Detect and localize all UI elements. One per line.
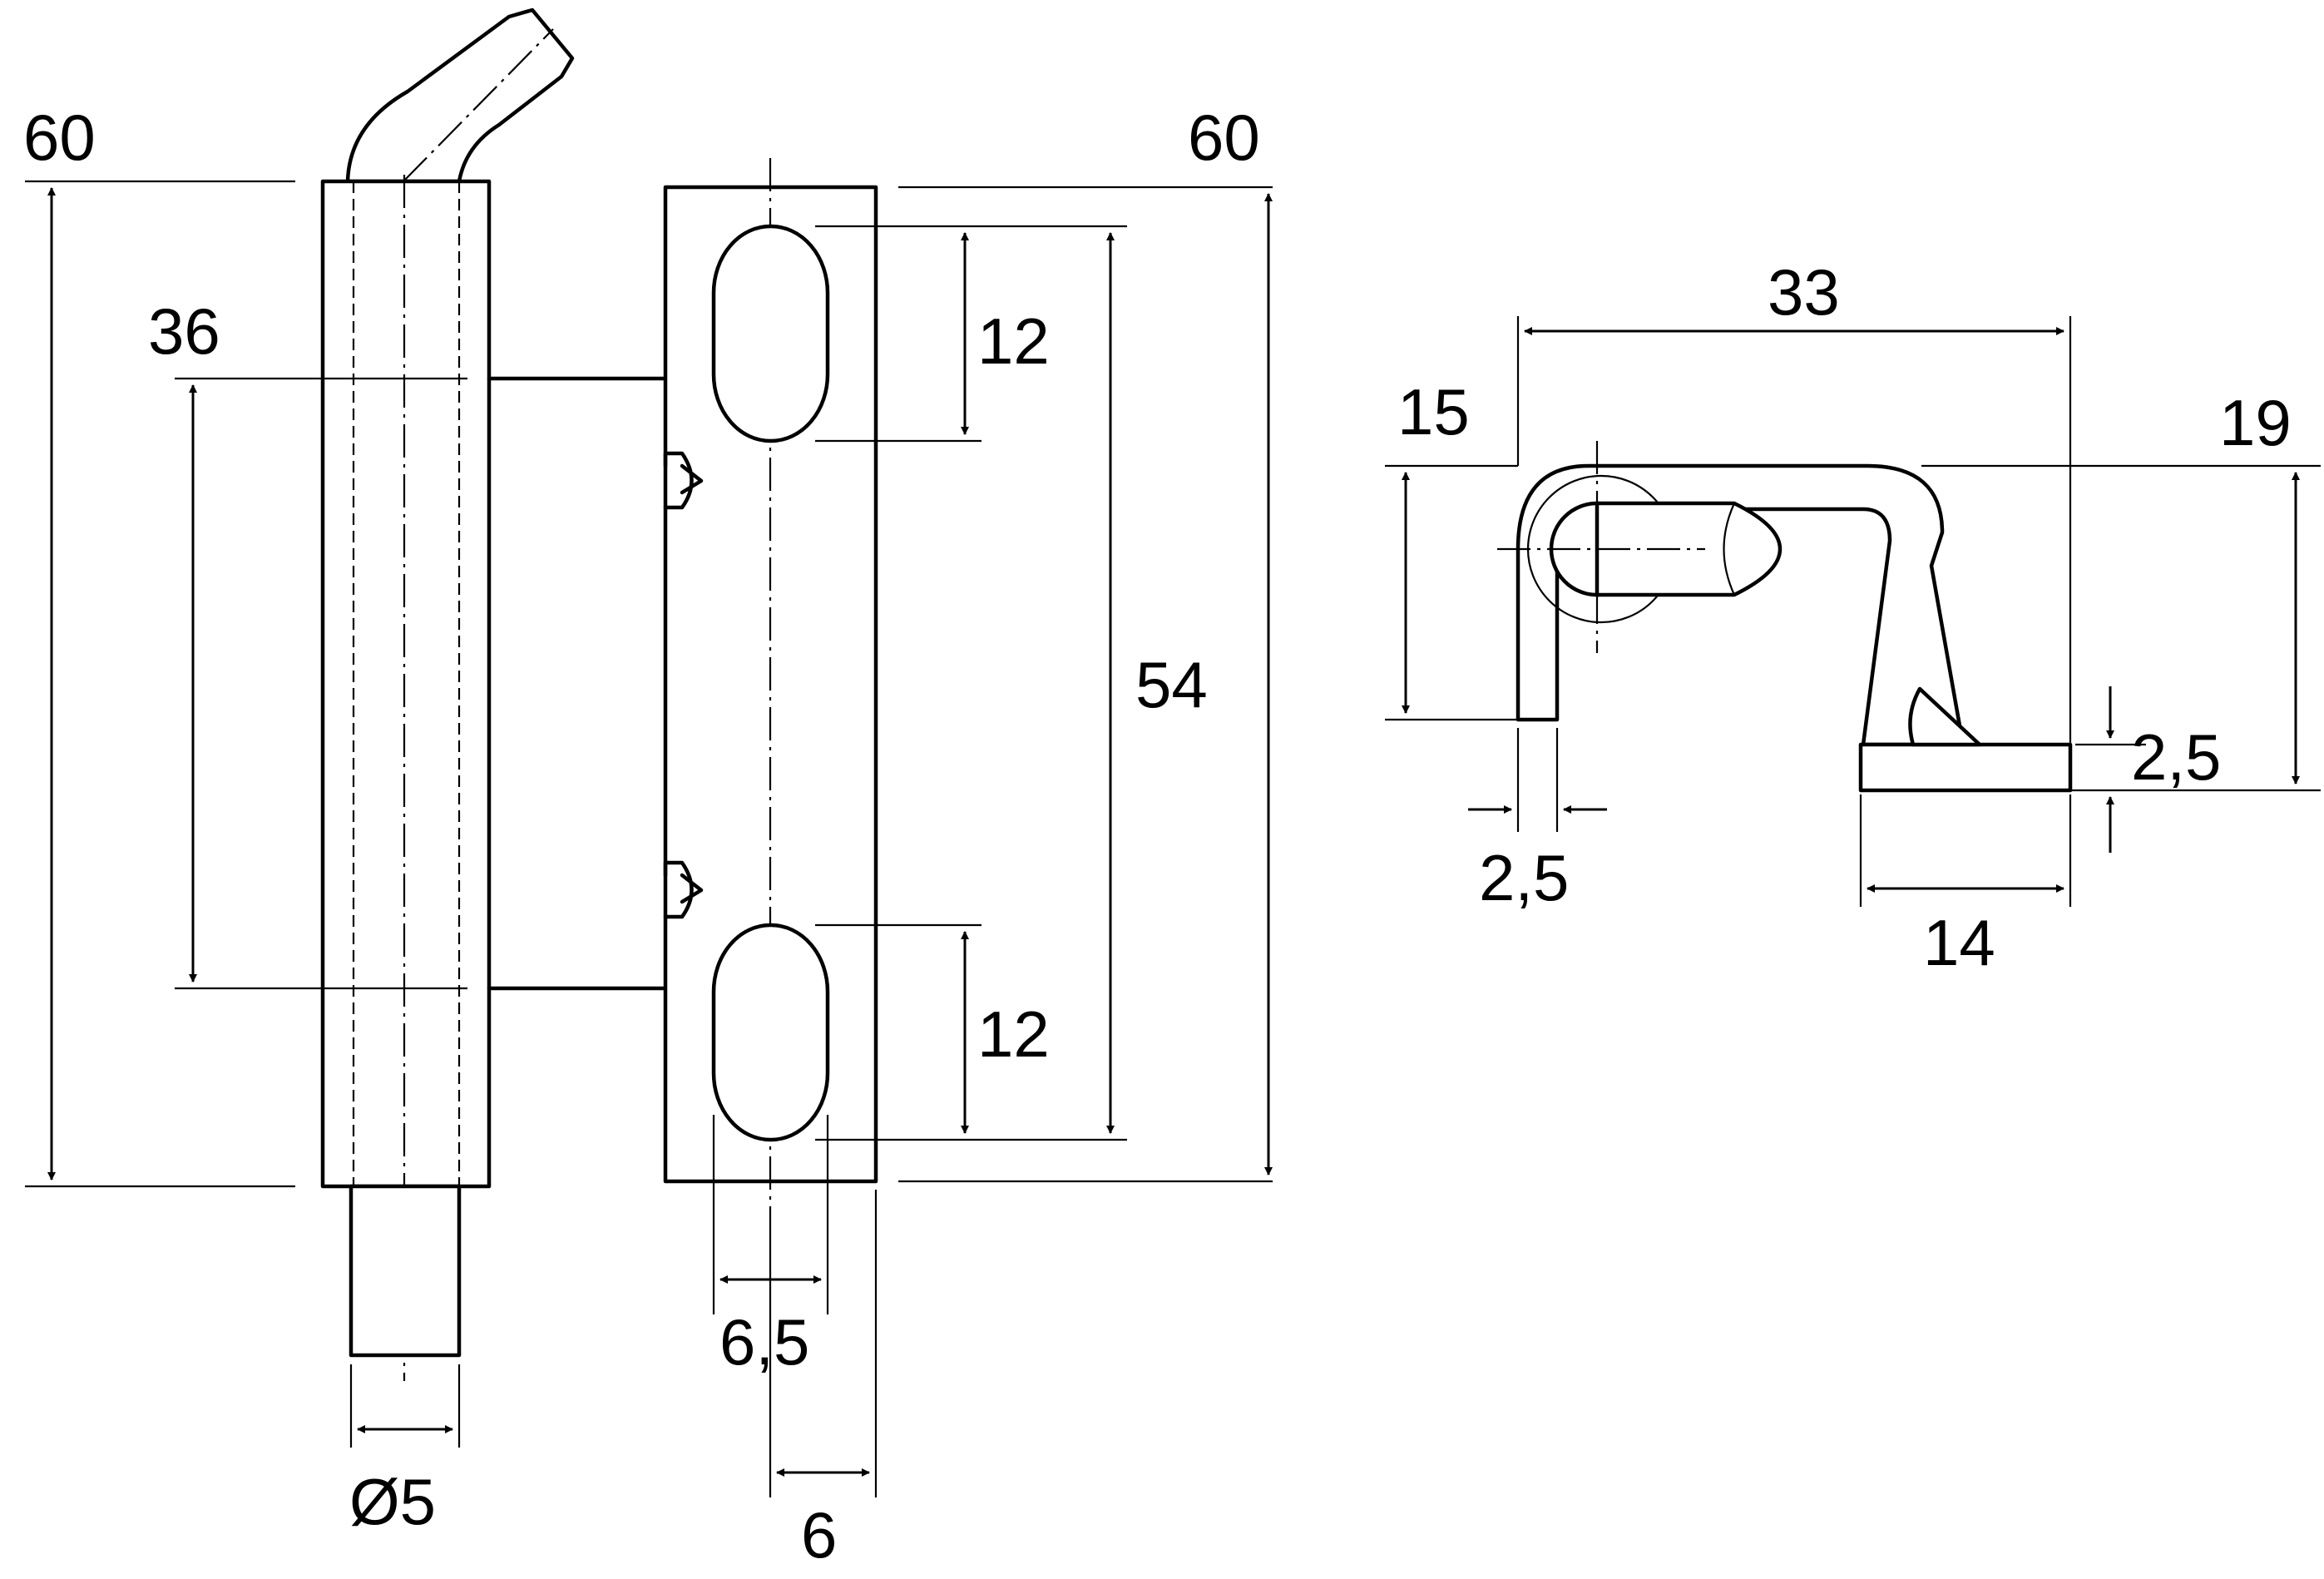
pin-stub xyxy=(349,1184,462,1358)
dimension-labels: 60 36 Ø5 60 54 12 12 6,5 6 33 15 19 2,5 … xyxy=(23,101,2292,1572)
dim-side-width: 33 xyxy=(1768,255,1840,329)
dim-hole-span: 54 xyxy=(1135,648,1208,721)
dim-pin-spacing: 36 xyxy=(148,295,220,368)
dim-left-thickness: 2,5 xyxy=(1479,841,1569,914)
dim-side-height-left: 15 xyxy=(1397,375,1470,448)
slot-top xyxy=(711,224,830,443)
slot-bottom xyxy=(711,923,830,1142)
dim-slot-top: 12 xyxy=(977,304,1050,378)
dim-foot-thickness: 2,5 xyxy=(2131,720,2221,794)
pin-barrel-view xyxy=(320,7,668,1381)
dim-slot-width: 6,5 xyxy=(719,1305,809,1379)
dim-pin-diameter: Ø5 xyxy=(349,1465,436,1538)
dim-front-height-left: 60 xyxy=(23,101,96,174)
bent-pin-end xyxy=(345,7,575,184)
mounting-plate-view xyxy=(663,158,878,1223)
dim-center-offset: 6 xyxy=(801,1498,837,1572)
tab-bottom xyxy=(663,860,704,919)
pin-barrel xyxy=(320,179,492,1189)
dim-plate-height: 60 xyxy=(1188,101,1260,174)
side-profile-view xyxy=(1497,441,2073,793)
dim-foot-length: 14 xyxy=(1923,906,1995,979)
dimension-lines xyxy=(47,187,2300,1477)
foot-plate xyxy=(1858,742,2073,793)
extension-lines xyxy=(25,180,2321,1497)
dim-slot-bottom: 12 xyxy=(977,997,1050,1071)
dim-side-height-right: 19 xyxy=(2219,386,2292,459)
tab-top xyxy=(663,451,704,510)
